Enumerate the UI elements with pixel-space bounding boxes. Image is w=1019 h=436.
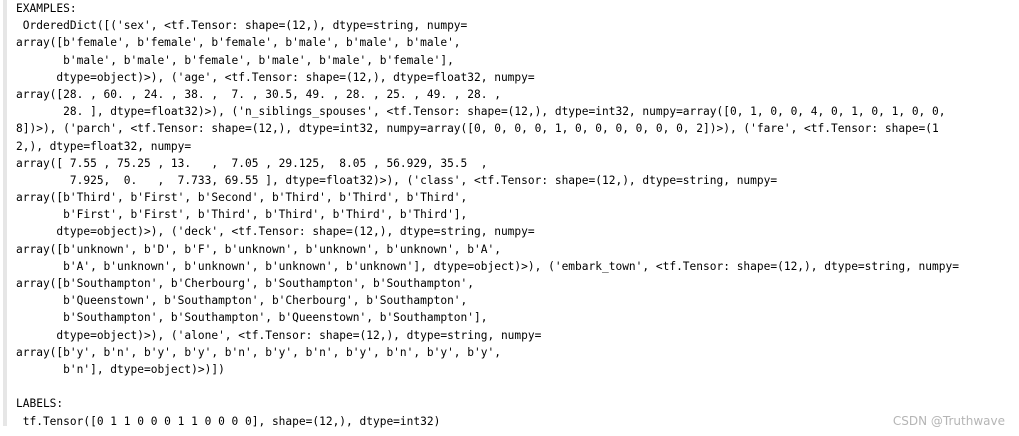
output-line: b'n'], dtype=object)>)]): [16, 362, 225, 376]
output-line: array([b'Third', b'First', b'Second', b'…: [16, 191, 468, 205]
output-line: array([ 7.55 , 75.25 , 13. , 7.05 , 29.1…: [16, 156, 488, 170]
output-line: OrderedDict([('sex', <tf.Tensor: shape=(…: [16, 19, 468, 33]
output-line: array([28. , 60. , 24. , 38. , 7. , 30.5…: [16, 87, 501, 101]
output-line: dtype=object)>), ('alone', <tf.Tensor: s…: [16, 328, 542, 342]
output-line: dtype=object)>), ('deck', <tf.Tensor: sh…: [16, 225, 535, 239]
output-scrollbar[interactable]: [3, 0, 7, 426]
output-line: dtype=object)>), ('age', <tf.Tensor: sha…: [16, 70, 535, 84]
output-line: 7.925, 0. , 7.733, 69.55 ], dtype=float3…: [16, 173, 778, 187]
output-line: 2,), dtype=float32, numpy=: [16, 139, 192, 153]
watermark-text: CSDN @Truthwave: [892, 414, 1005, 428]
output-line: LABELS:: [16, 397, 64, 411]
output-line: EXAMPLES:: [16, 2, 77, 15]
output-line: b'A', b'unknown', b'unknown', b'unknown'…: [16, 259, 959, 273]
output-line: b'First', b'First', b'Third', b'Third', …: [16, 208, 468, 222]
output-line: array([b'y', b'n', b'y', b'y', b'n', b'y…: [16, 345, 501, 359]
output-line: array([b'unknown', b'D', b'F', b'unknown…: [16, 242, 501, 256]
output-line: 28. ], dtype=float32)>), ('n_siblings_sp…: [16, 105, 946, 119]
output-line: b'male', b'male', b'female', b'male', b'…: [16, 53, 454, 67]
cell-output-text: EXAMPLES: OrderedDict([('sex', <tf.Tenso…: [16, 0, 1006, 430]
output-line: tf.Tensor([0 1 1 0 0 0 1 1 0 0 0 0], sha…: [16, 414, 441, 428]
output-line: b'Southampton', b'Southampton', b'Queens…: [16, 311, 488, 325]
output-line: [16, 378, 1006, 395]
output-line: array([b'Southampton', b'Cherbourg', b'S…: [16, 277, 475, 290]
output-line: array([b'female', b'female', b'female', …: [16, 36, 461, 50]
output-line: 8])>), ('parch', <tf.Tensor: shape=(12,)…: [16, 122, 939, 136]
output-line: b'Queenstown', b'Southampton', b'Cherbou…: [16, 294, 468, 308]
